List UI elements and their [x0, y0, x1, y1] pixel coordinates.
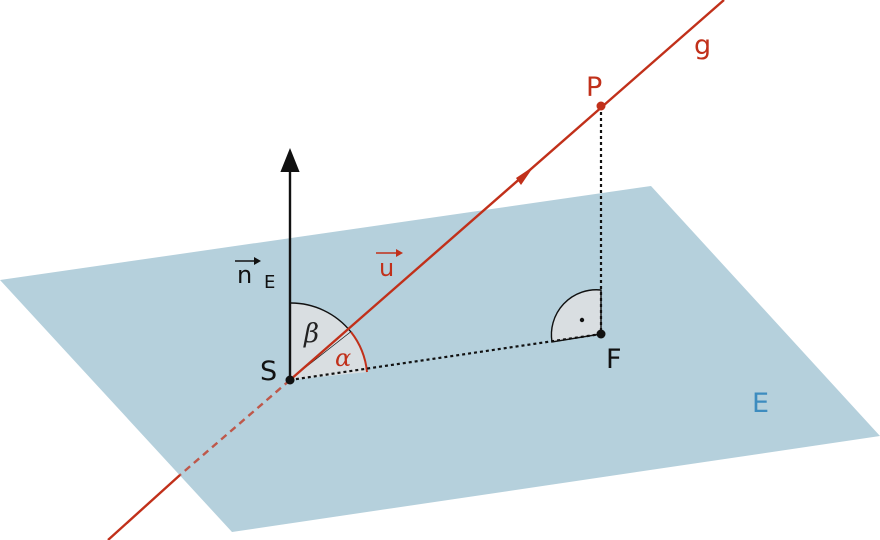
point-f-label: F	[606, 344, 622, 375]
angle-alpha-arc	[350, 331, 368, 373]
line-g-label: g	[694, 30, 711, 61]
vector-n-subscript: E	[264, 272, 275, 293]
projection-line-sf	[289, 332, 602, 382]
point-p-label: P	[586, 72, 602, 103]
angle-alpha-sector	[290, 332, 367, 380]
line-g	[289, 0, 725, 381]
vector-u-text: u	[379, 254, 394, 282]
point-s	[285, 375, 295, 385]
point-p	[596, 101, 606, 111]
plane-e-label: E	[752, 388, 769, 419]
right-angle-dot	[579, 317, 585, 323]
point-s-label: S	[260, 356, 277, 387]
line-g-hidden	[179, 379, 291, 476]
angle-beta-sector	[289, 302, 352, 382]
angle-beta-label: β	[303, 319, 319, 349]
vector-n-text: n	[237, 261, 252, 289]
right-angle-marker	[550, 289, 602, 343]
angle-alpha-label: α	[335, 344, 351, 372]
vector-u-label: u	[376, 249, 403, 282]
vector-n-label: n E	[235, 257, 275, 293]
point-f	[596, 329, 606, 339]
plane-e	[0, 186, 880, 532]
line-g-lower	[107, 474, 181, 540]
direction-arrow-u	[516, 166, 534, 185]
